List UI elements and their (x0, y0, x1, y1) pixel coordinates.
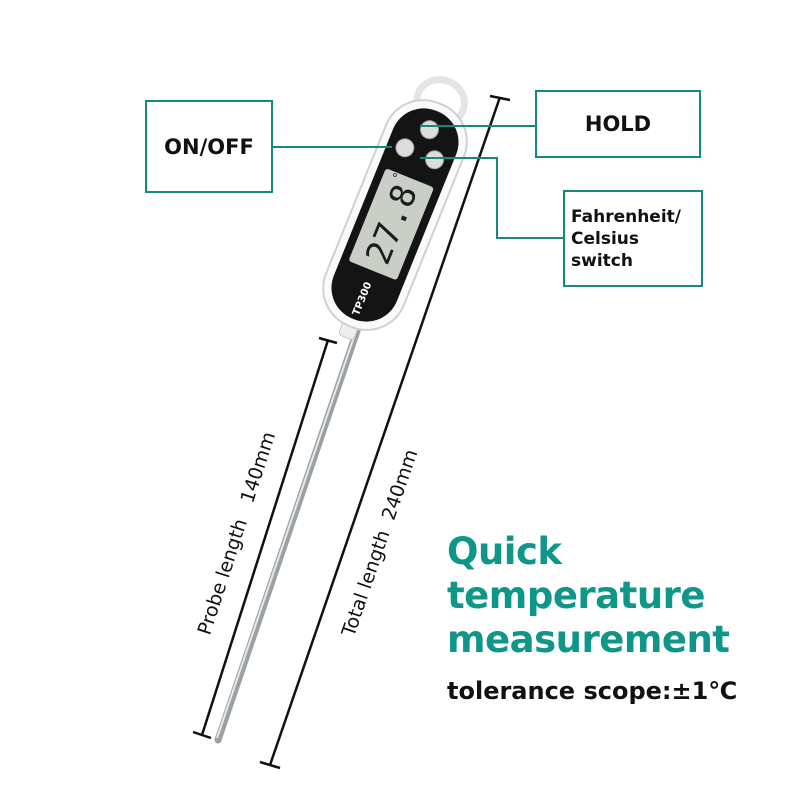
probe-length-dimension-line (192, 336, 338, 740)
headline-line: measurement (447, 618, 730, 661)
on-off-callout: ON/OFF (145, 100, 273, 193)
callout-lines (273, 125, 563, 239)
lcd-display (349, 169, 434, 280)
unit-switch-label-line: switch (571, 250, 633, 271)
hold-callout: HOLD (535, 90, 701, 158)
headline-line: Quick (447, 530, 562, 573)
tolerance-text: tolerance scope:±1℃ (447, 677, 738, 705)
unit-switch-label-line: Fahrenheit/ (571, 206, 682, 227)
unit-switch-callout: Fahrenheit/ Celsius switch (563, 190, 703, 287)
power-button-icon (395, 138, 415, 158)
unit-button-icon (425, 150, 445, 170)
on-off-label: ON/OFF (164, 134, 254, 159)
headline: Quick temperature measurement (447, 530, 730, 662)
display-unit: °C (390, 163, 408, 182)
total-length-dimension-line (259, 94, 511, 770)
headline-line: temperature (447, 574, 705, 617)
unit-switch-label-line: Celsius (571, 228, 639, 249)
hold-label: HOLD (584, 112, 652, 136)
probe (214, 324, 362, 744)
